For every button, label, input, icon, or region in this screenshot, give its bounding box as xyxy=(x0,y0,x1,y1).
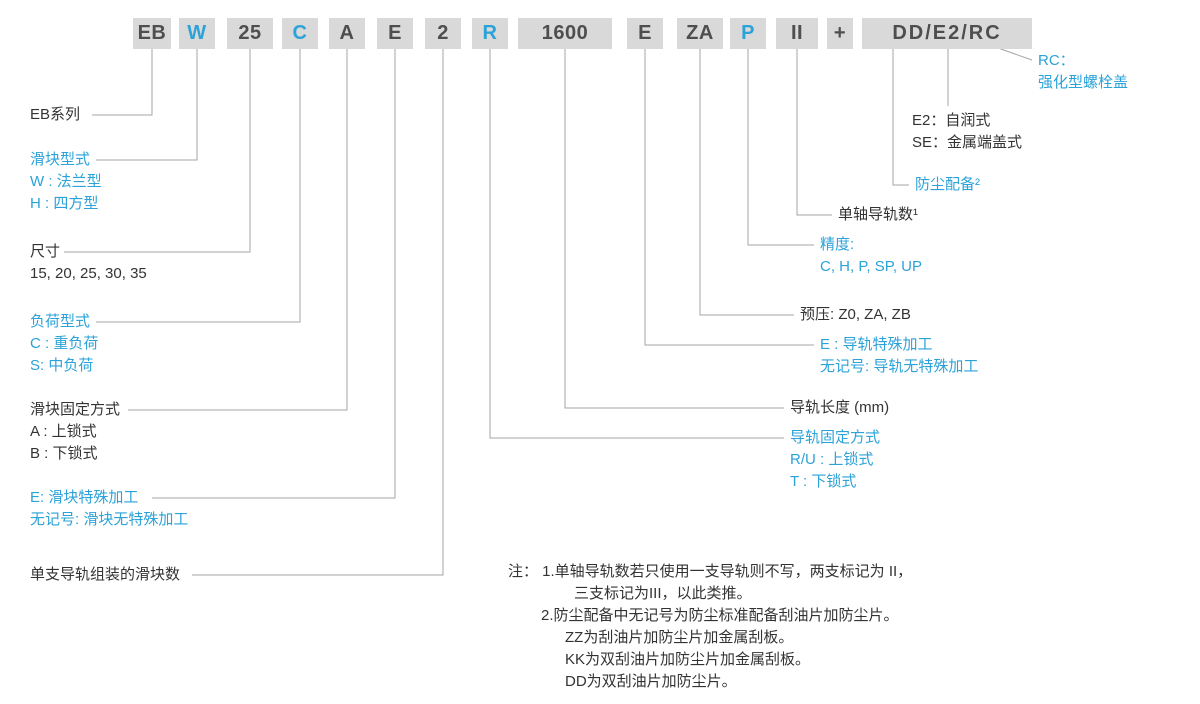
code-segment-accuracy: P xyxy=(730,18,766,49)
code-segment-rail-count: II xyxy=(776,18,818,49)
callout-rail-length-line1: 导轨长度 (mm) xyxy=(790,399,890,416)
connector-block-special xyxy=(152,48,396,499)
connector-accuracy xyxy=(747,48,814,246)
callout-rail-special-line2: 无记号: 导轨无特殊加工 xyxy=(820,358,979,375)
callout-load-type-line2: C : 重负荷 xyxy=(30,335,99,352)
callout-dust-protection-line1: 防尘配备² xyxy=(915,176,980,193)
callout-lubrication-line1: E2：自润式 xyxy=(912,112,991,129)
code-segment-rail-special: E xyxy=(627,18,663,49)
callout-lubrication-line2: SE：金属端盖式 xyxy=(912,134,1023,151)
code-segment-load-type: C xyxy=(282,18,318,49)
connector-series xyxy=(92,48,153,116)
code-segment-rail-mounting: R xyxy=(472,18,508,49)
code-segment-rail-length: 1600 xyxy=(518,18,612,49)
connector-bolt-cap xyxy=(997,47,1033,61)
callout-size-line2: 15, 20, 25, 30, 35 xyxy=(30,265,147,282)
callout-rail-mounting-line3: T : 下锁式 xyxy=(790,473,857,490)
callout-dust-protection: 防尘配备² xyxy=(915,174,980,196)
connector-rail-mounting xyxy=(489,48,784,439)
callout-accuracy: 精度: C, H, P, SP, UP xyxy=(820,234,922,278)
callout-block-type: 滑块型式 W : 法兰型 H : 四方型 xyxy=(30,149,102,215)
callout-size: 尺寸 15, 20, 25, 30, 35 xyxy=(30,241,147,285)
callout-lubrication: E2：自润式 SE：金属端盖式 xyxy=(912,110,1022,154)
code-segment-series: EB xyxy=(133,18,171,49)
note-line-6: DD为双刮油片加防尘片。 xyxy=(565,673,737,690)
callout-series-line1: EB系列 xyxy=(30,106,81,123)
callout-bolt-cap-line2: 强化型螺栓盖 xyxy=(1038,74,1129,91)
callout-accuracy-line1: 精度: xyxy=(820,236,855,253)
connector-block-mounting xyxy=(128,48,348,411)
code-segment-block-special: E xyxy=(377,18,413,49)
note-line-5: KK为双刮油片加防尘片加金属刮板。 xyxy=(565,651,811,668)
callout-load-type-line1: 负荷型式 xyxy=(30,313,91,330)
callout-block-special-line2: 无记号: 滑块无特殊加工 xyxy=(30,511,189,528)
callout-preload-line1: 预压: Z0, ZA, ZB xyxy=(800,306,911,323)
callout-block-special: E: 滑块特殊加工 无记号: 滑块无特殊加工 xyxy=(30,487,188,531)
callout-blocks-per-rail: 单支导轨组装的滑块数 xyxy=(30,564,180,586)
connector-dust-protection xyxy=(892,48,909,186)
callout-block-type-line3: H : 四方型 xyxy=(30,195,99,212)
connector-block-type xyxy=(96,48,198,161)
code-segment-block-count: 2 xyxy=(425,18,461,49)
note-line-4: ZZ为刮油片加防尘片加金属刮板。 xyxy=(565,629,794,646)
callout-block-mounting-line1: 滑块固定方式 xyxy=(30,401,121,418)
callout-block-type-line2: W : 法兰型 xyxy=(30,173,102,190)
connector-preload xyxy=(699,48,794,316)
callout-rail-special-line1: E : 导轨特殊加工 xyxy=(820,336,933,353)
code-segment-size: 25 xyxy=(227,18,273,49)
note-line-2: 三支标记为III，以此类推。 xyxy=(574,585,752,602)
callout-rail-count: 单轴导轨数¹ xyxy=(838,204,918,226)
callout-accuracy-line2: C, H, P, SP, UP xyxy=(820,258,922,275)
connector-blocks-per-rail xyxy=(192,48,444,576)
connector-rail-special xyxy=(644,48,814,346)
callout-rail-special: E : 导轨特殊加工 无记号: 导轨无特殊加工 xyxy=(820,334,978,378)
callout-series: EB系列 xyxy=(30,104,80,126)
callout-blocks-per-rail-line1: 单支导轨组装的滑块数 xyxy=(30,566,181,583)
callout-block-type-line1: 滑块型式 xyxy=(30,151,91,168)
callout-load-type-line3: S: 中负荷 xyxy=(30,357,94,374)
callout-block-mounting: 滑块固定方式 A : 上锁式 B : 下锁式 xyxy=(30,399,120,465)
callout-rail-mounting: 导轨固定方式 R/U : 上锁式 T : 下锁式 xyxy=(790,427,880,493)
code-segment-preload: ZA xyxy=(677,18,723,49)
callout-preload: 预压: Z0, ZA, ZB xyxy=(800,304,911,326)
callout-bolt-cap-line1: RC： xyxy=(1038,52,1075,69)
callout-rail-count-line1: 单轴导轨数¹ xyxy=(838,206,918,223)
code-segment-plus: + xyxy=(827,18,853,49)
callout-bolt-cap: RC： 强化型螺栓盖 xyxy=(1038,50,1128,94)
callout-rail-mounting-line1: 导轨固定方式 xyxy=(790,429,881,446)
callout-rail-mounting-line2: R/U : 上锁式 xyxy=(790,451,874,468)
callout-block-special-line1: E: 滑块特殊加工 xyxy=(30,489,139,506)
callout-block-mounting-line2: A : 上锁式 xyxy=(30,423,97,440)
note-line-3: 2.防尘配备中无记号为防尘标准配备刮油片加防尘片。 xyxy=(541,607,899,624)
callout-block-mounting-line3: B : 下锁式 xyxy=(30,445,98,462)
code-segment-block-type: W xyxy=(179,18,215,49)
connector-rail-count xyxy=(796,48,832,216)
code-segment-accessories: DD/E2/RC xyxy=(862,18,1032,49)
callout-load-type: 负荷型式 C : 重负荷 S: 中负荷 xyxy=(30,311,98,377)
connector-rail-length xyxy=(564,48,784,409)
callout-rail-length: 导轨长度 (mm) xyxy=(790,397,889,419)
callout-size-line1: 尺寸 xyxy=(30,243,61,260)
note-line-1: 注： 1.单轴导轨数若只使用一支导轨则不写，两支标记为 II， xyxy=(508,563,913,580)
code-segment-block-mounting: A xyxy=(329,18,365,49)
